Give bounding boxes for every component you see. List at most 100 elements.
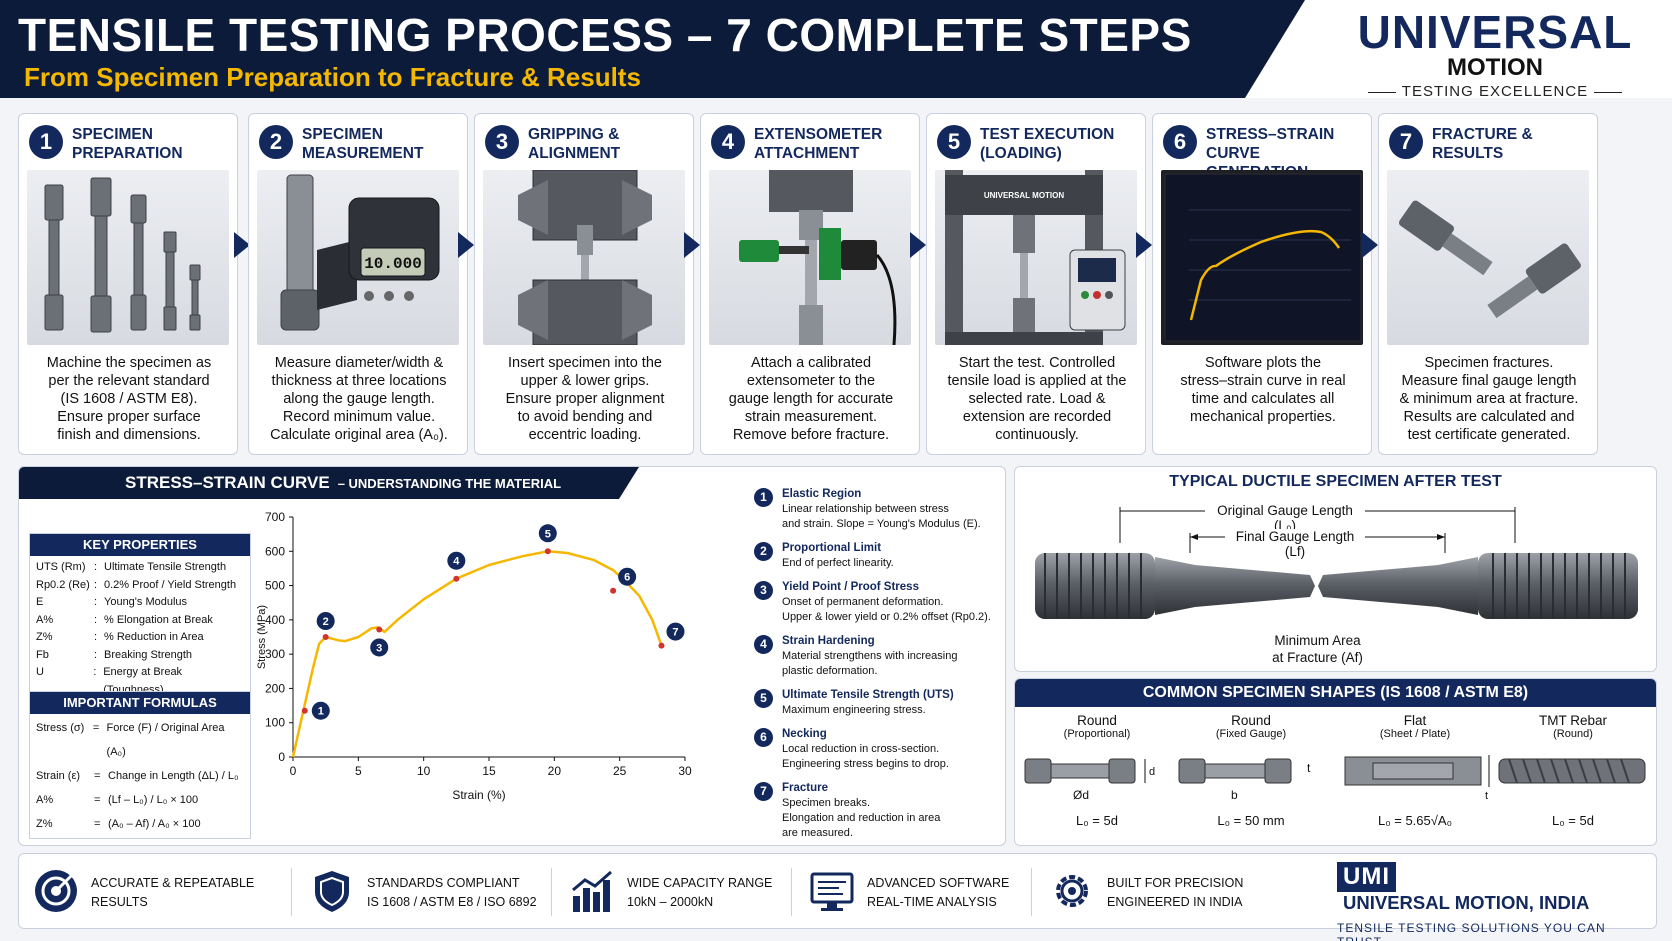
formula-rhs: (Lf – L₀) / L₀ × 100: [108, 794, 199, 806]
y-tick-label: 500: [265, 579, 285, 593]
footer-brand: UMIUNIVERSAL MOTION, INDIA TENSILE TESTI…: [1337, 862, 1647, 941]
formula-rhs: Change in Length (ΔL) / L₀: [108, 770, 239, 782]
header-band: [0, 0, 1305, 98]
shape-formula: L₀ = 50 mm: [1217, 813, 1285, 828]
curve-point-marker: [376, 626, 383, 633]
key-property-row: E:Young's Modulus: [36, 594, 244, 612]
legend-desc: Material strengthens with increasing pla…: [782, 650, 958, 677]
page-subtitle: From Specimen Preparation to Fracture & …: [24, 62, 641, 92]
shape-subtitle: (Round): [1553, 728, 1593, 740]
formula-rhs: (A₀ – Af) / A₀ × 100: [108, 818, 201, 830]
y-axis-label: Stress (MPa): [256, 605, 268, 669]
curve-point-marker: [322, 634, 329, 640]
y-tick-label: 700: [265, 510, 285, 524]
divider: [291, 868, 292, 916]
curve-point-marker: [658, 642, 665, 649]
step-description: Specimen fractures. Measure final gauge …: [1399, 355, 1579, 443]
x-axis-label: Strain (%): [452, 788, 505, 802]
step-card-3: 3 GRIPPING & ALIGNMENT Insert specimen i…: [474, 113, 694, 455]
formula-rhs: Force (F) / Original Area (A₀): [106, 722, 225, 758]
curve-point-marker: [610, 587, 617, 594]
key-property-row: UTS (Rm):Ultimate Tensile Strength: [36, 559, 244, 577]
micrometer-image: 10.000: [257, 170, 459, 345]
x-tick-label: 20: [548, 764, 562, 778]
key-property-row: Fb:Breaking Strength: [36, 647, 244, 665]
legend-title: Proportional Limit: [782, 542, 882, 554]
stress-strain-heading: STRESS–STRAIN CURVE– UNDERSTANDING THE M…: [19, 467, 639, 499]
y-tick-label: 100: [265, 716, 285, 730]
x-tick-label: 30: [678, 764, 692, 778]
key-property-row: A%: % Elongation at Break: [36, 612, 244, 630]
step-number: 6: [1163, 125, 1197, 159]
step-description: Attach a calibrated extensometer to the …: [728, 355, 894, 443]
property-desc: Breaking Strength: [104, 648, 193, 661]
key-property-row: Z%:% Reduction in Area: [36, 629, 244, 647]
y-tick-label: 400: [265, 613, 285, 627]
flow-arrow: [910, 232, 926, 258]
logo-line2: MOTION: [1447, 54, 1543, 81]
specimen-shapes-panel: COMMON SPECIMEN SHAPES (IS 1608 / ASTM E…: [1014, 678, 1657, 846]
step-card-5: 5 TEST EXECUTION (LOADING) UNIVERSAL MOT…: [926, 113, 1146, 455]
extensometer-image: [709, 170, 911, 345]
min-area-label-2: at Fracture (Af): [1272, 650, 1363, 665]
separator: :: [94, 648, 98, 661]
curve-point-number: 3: [376, 642, 382, 654]
property-abbr: Z%: [36, 631, 53, 643]
property-desc: % Elongation at Break: [104, 613, 213, 626]
shape-dim-label: b: [1231, 788, 1238, 802]
step-title: SPECIMEN PREPARATION: [72, 126, 183, 162]
brand-logo: UNIVERSAL MOTION TESTING EXCELLENCE: [1335, 8, 1655, 100]
step-description: Software plots the stress–strain curve i…: [1180, 355, 1346, 425]
step-title: GRIPPING & ALIGNMENT: [528, 126, 621, 162]
formula-row: A%=(Lf – L₀) / L₀ × 100: [36, 788, 244, 812]
flow-arrow: [1362, 232, 1378, 258]
step-description: Start the test. Controlled tensile load …: [947, 355, 1127, 443]
final-gauge-label: Final Gauge Length (Lf): [1225, 529, 1365, 559]
curve-point-marker: [453, 575, 460, 582]
formula-lhs: Strain (ε): [36, 770, 81, 782]
step-card-2: 2 SPECIMEN MEASUREMENT 10.000 Measure di…: [248, 113, 468, 455]
shape-name: TMT Rebar: [1538, 713, 1607, 728]
property-desc: 0.2% Proof / Yield Strength: [104, 578, 237, 591]
legend-number: 4: [754, 635, 773, 654]
step-description: Insert specimen into the upper & lower g…: [505, 355, 665, 443]
machine-brand: UNIVERSAL MOTION: [984, 191, 1065, 200]
step-title: FRACTURE & RESULTS: [1432, 126, 1533, 162]
step-card-6: 6 STRESS–STRAIN CURVE GENERATION Softwar…: [1152, 113, 1372, 455]
separator: :: [94, 596, 98, 608]
page-title: TENSILE TESTING PROCESS – 7 COMPLETE STE…: [18, 9, 1192, 61]
shape-subtitle: (Sheet / Plate): [1379, 728, 1451, 740]
ductile-specimen-panel: TYPICAL DUCTILE SPECIMEN AFTER TEST Orig…: [1014, 466, 1657, 672]
legend-desc: Maximum engineering stress.: [782, 704, 926, 716]
property-abbr: A%: [36, 613, 54, 626]
curve-point-badge: [311, 701, 330, 720]
separator: :: [94, 561, 98, 573]
brand-name: UNIVERSAL MOTION, INDIA: [1343, 892, 1590, 913]
step-card-4: 4 EXTENSOMETER ATTACHMENT Attach a calib…: [700, 113, 920, 455]
step-number: 4: [711, 125, 745, 159]
legend-title: Elastic Region: [782, 488, 862, 500]
shield-icon: [315, 871, 349, 912]
bar-chart-icon: [572, 870, 612, 912]
formula-row: Strain (ε)=Change in Length (ΔL) / L₀: [36, 764, 244, 788]
formulas-list: Stress (σ)=Force (F) / Original Area (A₀…: [30, 714, 250, 838]
formula-lhs: A%: [36, 794, 54, 806]
separator: :: [94, 613, 98, 626]
step-number: 2: [259, 125, 293, 159]
curve-point-number: 7: [672, 627, 678, 639]
property-abbr: UTS (Rm): [36, 561, 86, 573]
step-number: 5: [937, 125, 971, 159]
shape-name: Round: [1231, 713, 1271, 728]
micrometer-reading: 10.000: [364, 255, 422, 273]
curve-point-number: 1: [318, 706, 324, 718]
logo-tagline: TESTING EXCELLENCE: [1335, 83, 1655, 100]
